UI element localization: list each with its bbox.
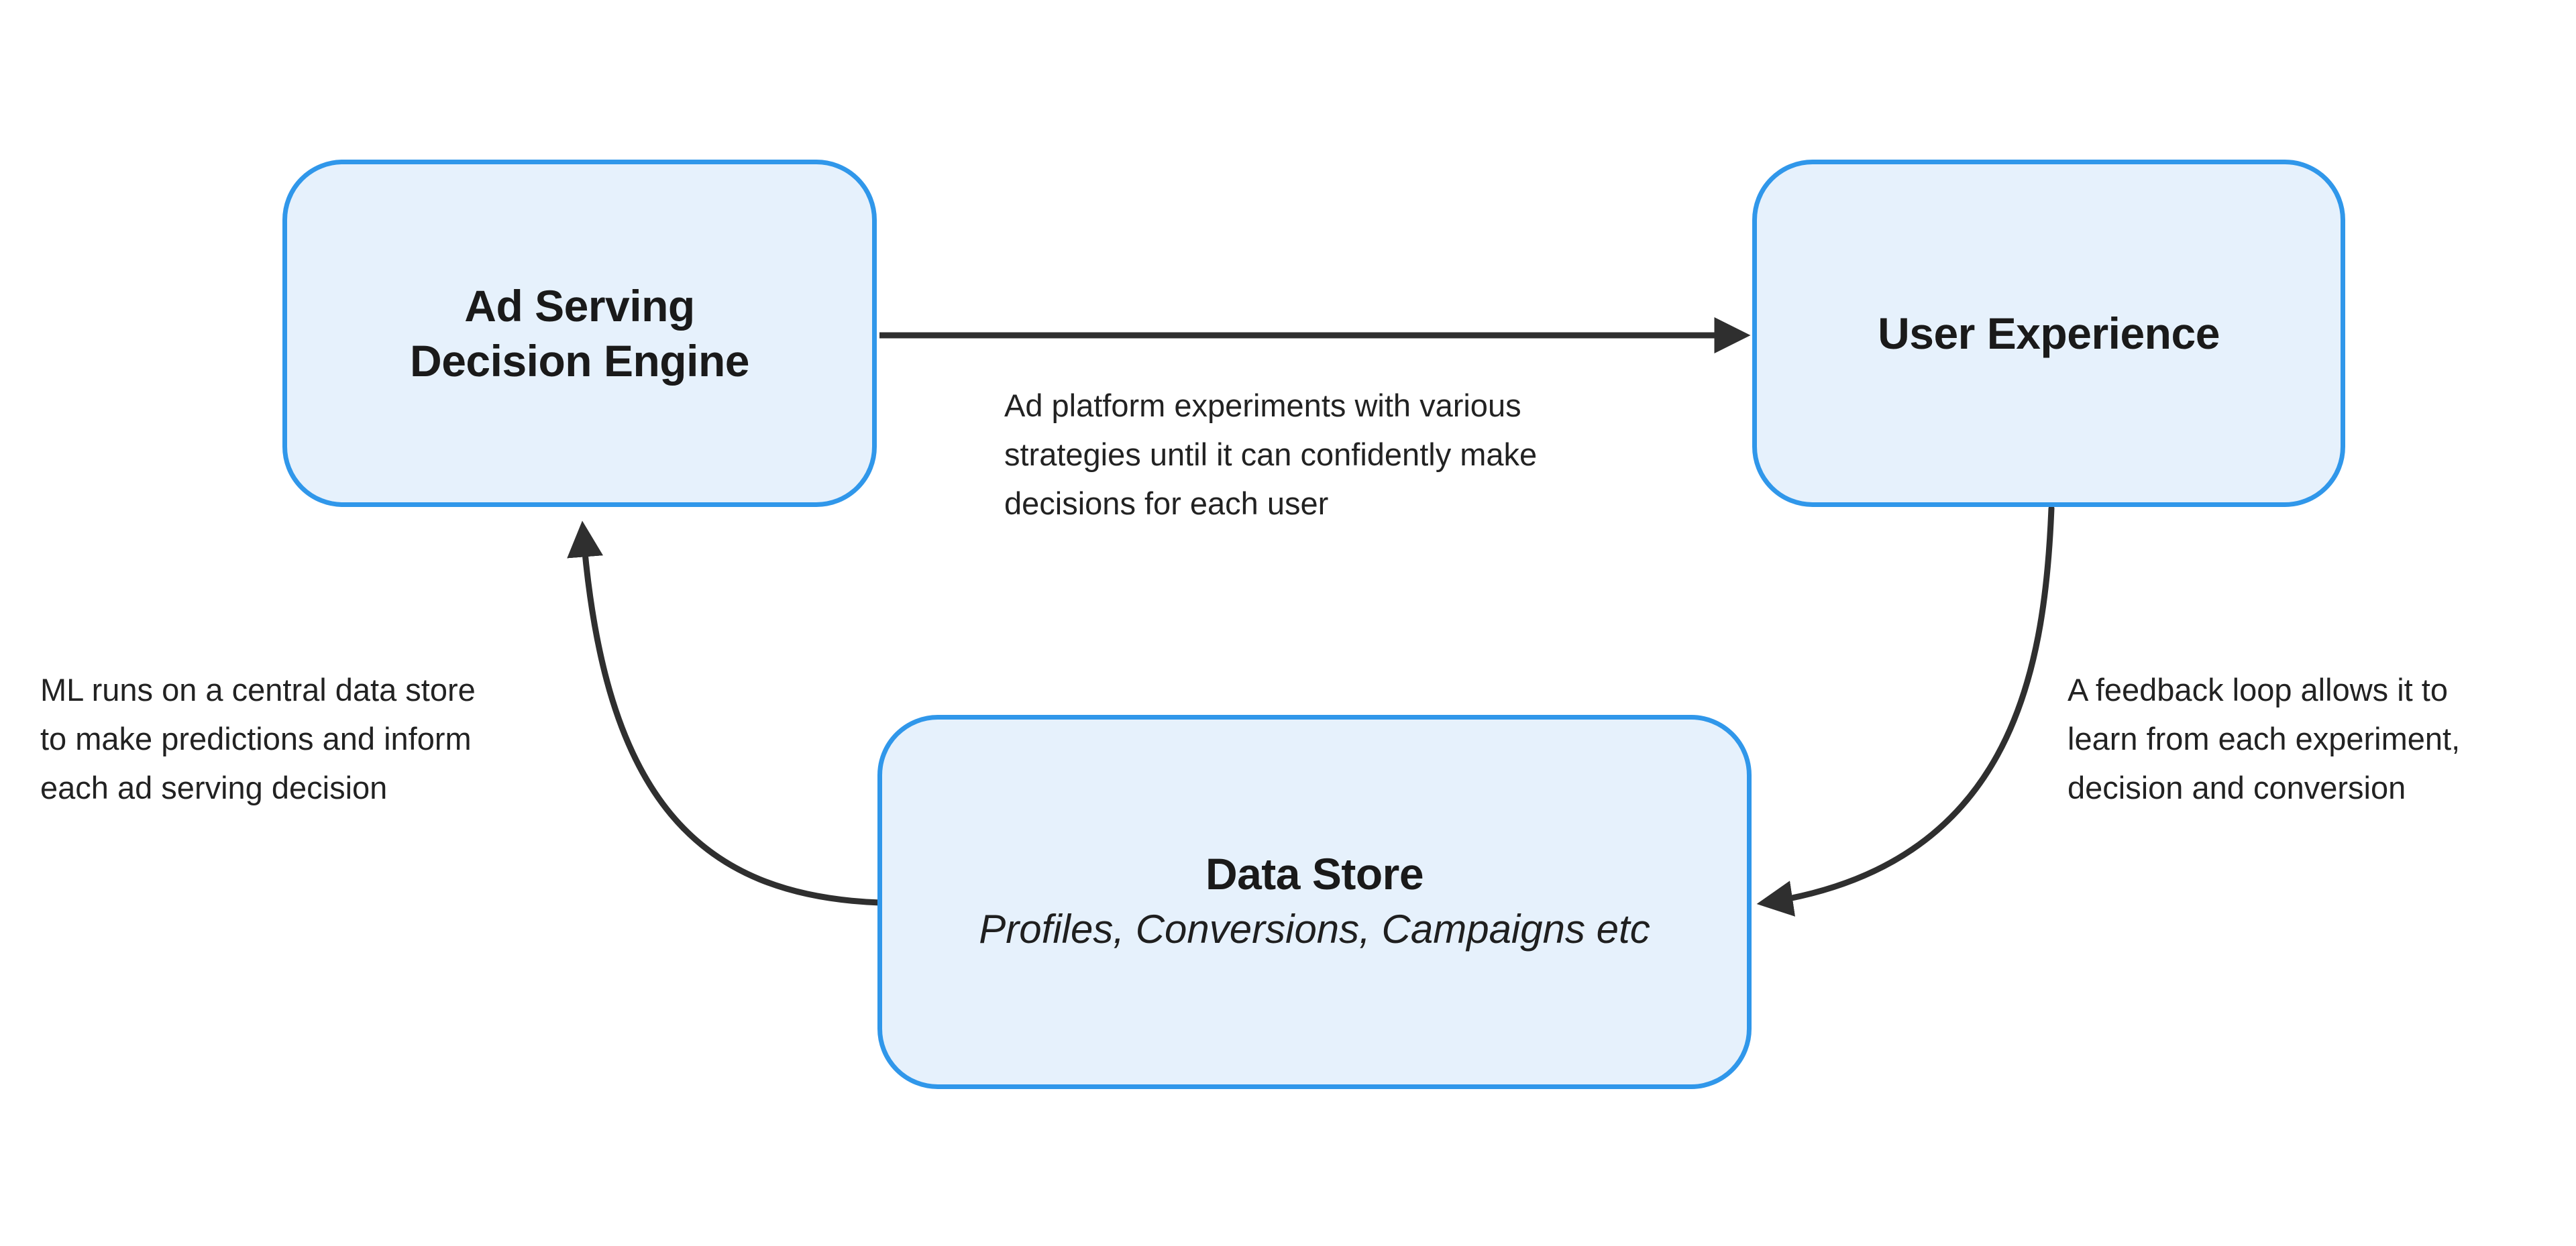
node-title: Ad Serving — [464, 281, 695, 331]
edge-label-line: decisions for each user — [1004, 486, 1329, 521]
edge-label-ad-serving-to-user-experience: Ad platform experiments with various str… — [1004, 381, 1537, 528]
node-ad-serving-decision-engine: Ad Serving Decision Engine — [282, 160, 877, 507]
edge-label-line: learn from each experiment, — [2068, 721, 2461, 756]
node-subtitle: Profiles, Conversions, Campaigns etc — [979, 907, 1650, 952]
edge-user-experience-to-data-store — [1756, 505, 2055, 917]
node-title: Data Store — [1205, 849, 1424, 899]
edge-data-store-to-ad-serving — [567, 520, 883, 906]
node-title: Decision Engine — [410, 336, 749, 386]
edge-label-line: A feedback loop allows it to — [2068, 672, 2448, 707]
node-title: User Experience — [1878, 308, 2220, 358]
edge-label-line: to make predictions and inform — [40, 721, 472, 756]
edge-label-user-experience-to-data-store: A feedback loop allows it to learn from … — [2068, 665, 2460, 812]
edge-label-line: ML runs on a central data store — [40, 672, 476, 707]
node-data-store: Data Store Profiles, Conversions, Campai… — [877, 715, 1752, 1089]
node-user-experience: User Experience — [1752, 160, 2345, 507]
edge-label-line: Ad platform experiments with various — [1004, 388, 1521, 423]
edge-label-line: each ad serving decision — [40, 770, 388, 805]
edge-label-line: strategies until it can confidently make — [1004, 437, 1538, 472]
edge-label-data-store-to-ad-serving: ML runs on a central data store to make … — [40, 665, 476, 812]
edge-label-line: decision and conversion — [2068, 770, 2406, 805]
